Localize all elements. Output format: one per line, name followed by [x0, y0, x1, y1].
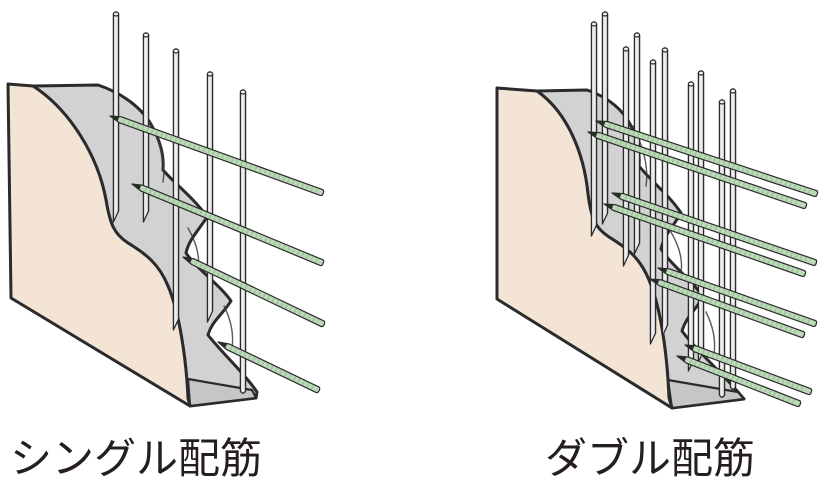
vertical-rebar-body: [590, 21, 598, 237]
rebar-cut-tip: [132, 184, 142, 190]
rebar-top-cap: [590, 21, 598, 27]
crack-line: [149, 121, 165, 183]
rebar-cut-tip: [218, 342, 228, 349]
rebar-cut-tip: [612, 193, 622, 199]
rebar-rib-texture: [616, 206, 800, 274]
rebar-cut-tip: [685, 345, 695, 351]
rebar-cut-tip: [588, 132, 598, 138]
vertical-rebar-body: [661, 47, 669, 337]
double-rebar-mesh: [587, 11, 819, 408]
vertical-rebar-body: [687, 81, 695, 372]
vertical-rebar: [206, 71, 214, 323]
vertical-rebar: [687, 81, 695, 372]
rebar-cut-tip: [604, 204, 614, 210]
rebar-top-cap: [601, 11, 609, 17]
vertical-rebar-body: [697, 70, 705, 363]
vertical-rebar: [601, 11, 609, 225]
rebar-cut-tip: [596, 121, 606, 127]
vertical-rebar: [590, 21, 598, 237]
horizontal-rebar-body: [587, 131, 808, 210]
horizontal-rebar-body: [603, 203, 807, 278]
rebar-rib-texture: [697, 347, 806, 392]
rebar-rib-texture: [608, 123, 812, 195]
vertical-rebar-body: [206, 71, 214, 323]
vertical-rebar: [697, 70, 705, 363]
horizontal-rebar: [595, 120, 819, 198]
caption-single-reinforcement: シングル配筋: [10, 435, 263, 482]
concrete-front-face: [6, 82, 192, 408]
horizontal-rebar: [649, 278, 806, 339]
caption-double-reinforcement: ダブル配筋: [545, 435, 756, 482]
horizontal-rebar: [657, 267, 818, 328]
rebar-top-cap: [697, 70, 705, 76]
vertical-rebar: [633, 32, 641, 255]
rebar-top-cap: [649, 59, 657, 65]
vertical-rebar: [239, 89, 247, 394]
single-rebar-mesh: [109, 11, 326, 394]
vertical-rebar: [649, 59, 657, 345]
rebar-cut-tip: [650, 279, 660, 285]
rebar-cut-tip: [677, 356, 687, 362]
horizontal-rebar: [109, 115, 325, 197]
double-reinforcement-wall: [495, 11, 819, 410]
rebar-top-cap: [622, 46, 630, 52]
horizontal-rebar-body: [109, 115, 325, 197]
rebar-top-cap: [718, 99, 726, 105]
vertical-rebar-body: [172, 48, 180, 331]
rebar-top-cap: [633, 32, 641, 38]
rebar-cut-tip: [183, 257, 193, 263]
concrete-front-face: [495, 86, 674, 410]
rebar-rib-texture: [144, 187, 319, 263]
vertical-rebar-body: [239, 89, 247, 394]
horizontal-rebar: [676, 355, 802, 408]
crack-line: [223, 305, 234, 349]
horizontal-rebar: [217, 341, 321, 394]
vertical-rebar-body: [622, 46, 630, 267]
crack-line: [705, 311, 716, 355]
vertical-rebar: [172, 48, 180, 331]
crack-line: [670, 231, 683, 273]
vertical-rebar-body: [649, 59, 657, 345]
rebar-top-cap: [206, 71, 214, 77]
horizontal-rebar: [684, 344, 813, 396]
rebar-cut-tip: [658, 268, 668, 274]
rebar-rib-texture: [600, 134, 801, 206]
vertical-rebar: [622, 46, 630, 267]
rebar-top-cap: [142, 32, 150, 38]
horizontal-rebar-body: [649, 278, 806, 339]
vertical-rebar: [661, 47, 669, 337]
vertical-rebar-body: [633, 32, 641, 255]
rebar-rib-texture: [229, 346, 315, 390]
rebar-top-cap: [112, 11, 120, 17]
horizontal-rebar: [611, 192, 818, 267]
rebar-top-cap: [172, 48, 180, 54]
rebar-top-cap: [239, 89, 247, 95]
vertical-rebar-body: [601, 11, 609, 225]
horizontal-rebar: [131, 183, 325, 267]
single-reinforcement-wall: [6, 11, 326, 408]
rebar-top-cap: [687, 81, 695, 87]
rebar-top-cap: [729, 88, 737, 94]
rebar-cut-tip: [110, 116, 120, 122]
horizontal-rebar: [182, 256, 326, 328]
rebar-rib-texture: [689, 359, 795, 404]
horizontal-rebar: [603, 203, 807, 278]
rebar-top-cap: [661, 47, 669, 53]
horizontal-rebar: [587, 131, 808, 210]
